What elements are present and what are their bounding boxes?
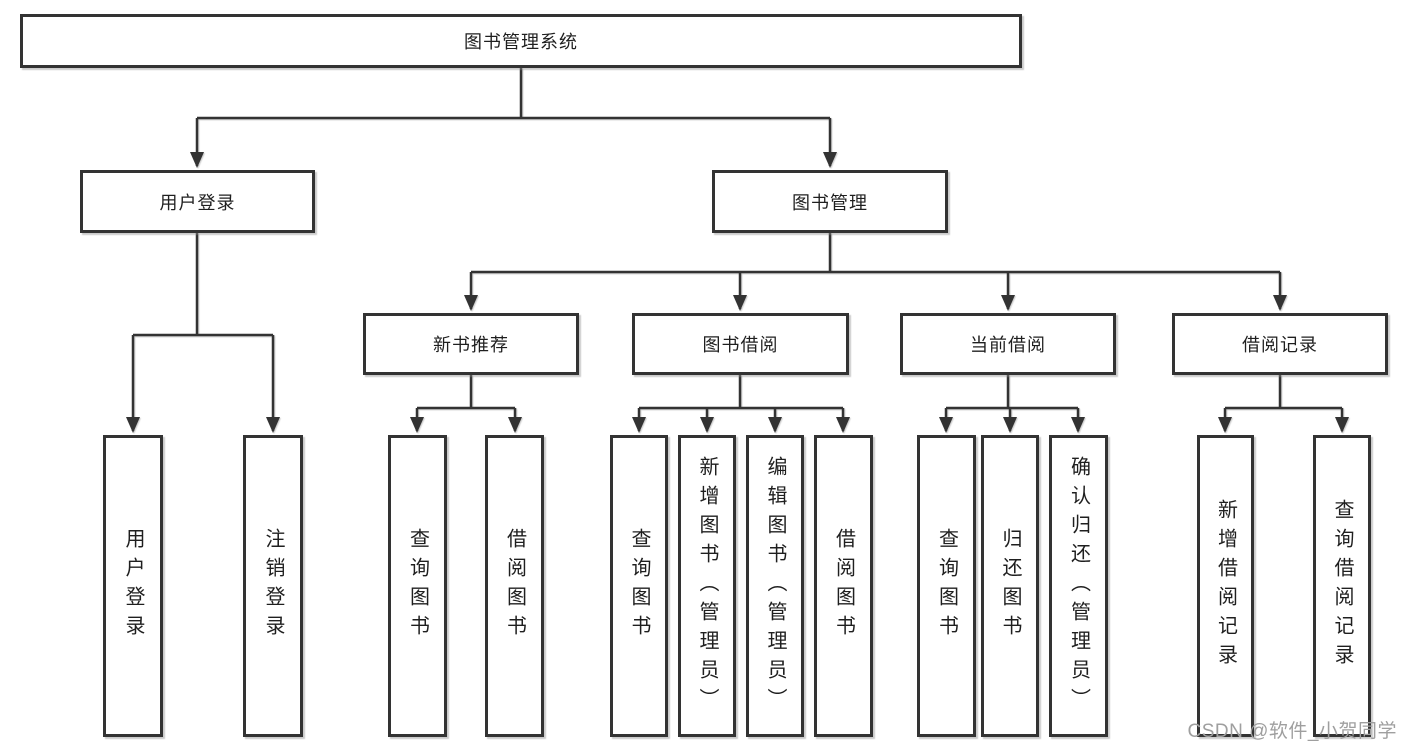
node-current-borrow: 当前借阅: [900, 313, 1116, 375]
leaf-borrow-book: 借阅图书: [814, 435, 873, 737]
leaf-user-login: 用户登录: [103, 435, 163, 737]
connector-root-rail: [197, 68, 830, 120]
node-book-borrow: 图书借阅: [632, 313, 849, 375]
leaf-add-borrow-record: 新增借阅记录: [1197, 435, 1254, 737]
leaf-query-borrow-record: 查询借阅记录: [1313, 435, 1371, 737]
connector-current-borrow-rail: [946, 375, 1078, 410]
leaf-add-book-admin: 新增图书（管理员）: [678, 435, 736, 737]
leaf-edit-book-admin: 编辑图书（管理员）: [746, 435, 804, 737]
leaf-return-book: 归还图书: [981, 435, 1039, 737]
node-book-management: 图书管理: [712, 170, 948, 233]
leaf-query-book-current: 查询图书: [917, 435, 976, 737]
connector-borrow-record-rail: [1225, 375, 1342, 410]
node-root-library-system: 图书管理系统: [20, 14, 1022, 68]
leaf-query-book-borrow: 查询图书: [610, 435, 668, 737]
node-user-login: 用户登录: [80, 170, 315, 233]
connector-user-login-rail: [133, 233, 273, 337]
csdn-watermark: CSDN @软件_小贺同学: [1187, 721, 1397, 742]
connector-book-borrow-rail: [639, 375, 843, 410]
leaf-borrow-book-recommend: 借阅图书: [485, 435, 544, 737]
leaf-logout: 注销登录: [243, 435, 303, 737]
connector-book-management-rail: [471, 233, 1280, 274]
connector-new-book-rail: [417, 375, 515, 410]
node-borrow-record: 借阅记录: [1172, 313, 1388, 375]
leaf-query-book-recommend: 查询图书: [388, 435, 447, 737]
leaf-confirm-return-admin: 确认归还（管理员）: [1049, 435, 1108, 737]
node-new-book-recommend: 新书推荐: [363, 313, 579, 375]
